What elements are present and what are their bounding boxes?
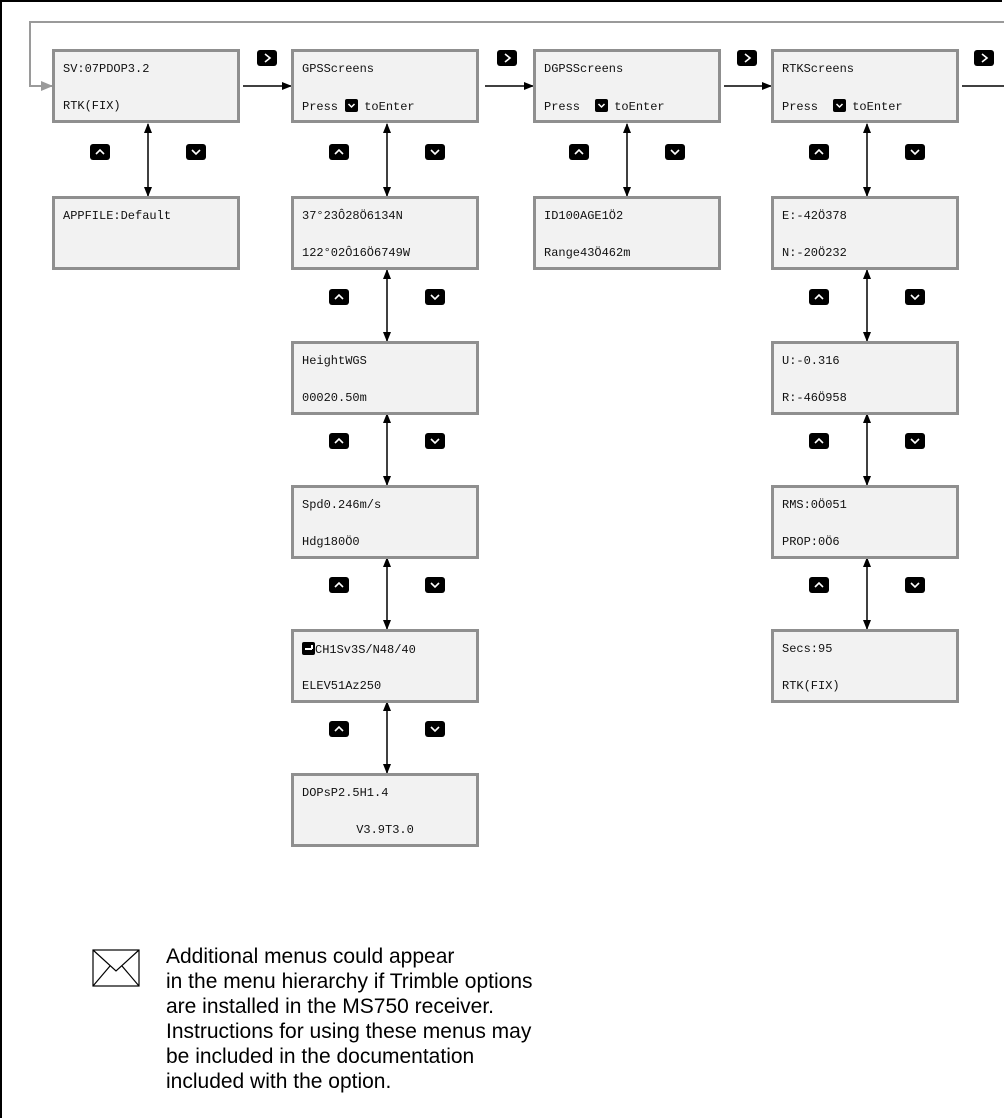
screen-line-1: CH1Sv3S/N48/40: [302, 642, 416, 657]
envelope-note-icon: [92, 949, 140, 987]
down-key-icon: [425, 721, 445, 737]
screen-line-1: SV:07PDOP3.2: [63, 62, 150, 76]
down-key-icon: [345, 99, 359, 112]
down-key-icon: [425, 289, 445, 305]
down-key-icon: [905, 433, 925, 449]
screen-line-2: Press toEnter: [302, 99, 415, 114]
screen-line-1: Secs:95: [782, 642, 833, 656]
lcd-screen-rtk-ur: U:-0.316 R:-46Ö958: [771, 341, 959, 415]
press-text: Press: [782, 100, 819, 114]
enter-text: toEnter: [852, 100, 903, 114]
note-line: Additional menus could appear: [166, 945, 455, 968]
up-key-icon: [809, 433, 829, 449]
down-key-icon: [833, 99, 847, 112]
press-text: Press: [544, 100, 581, 114]
up-key-icon: [329, 577, 349, 593]
screen-line-1: Spd0.246m/s: [302, 498, 382, 512]
channel-text: CH1Sv3S/N48/40: [315, 643, 416, 657]
down-key-icon: [905, 577, 925, 593]
up-key-icon: [90, 144, 110, 160]
note-line: be included in the documentation: [166, 1045, 475, 1068]
right-key-icon: [257, 50, 277, 66]
down-key-icon: [595, 99, 609, 112]
lcd-screen-rtk-rms: RMS:0Ö051 PROP:0Ö6: [771, 485, 959, 559]
screen-line-2: 122°02Ô16Ö6749W: [302, 246, 411, 260]
right-key-icon: [974, 50, 994, 66]
lcd-screen-dgps-id: ID100AGE1Ö2 Range43Ö462m: [533, 196, 721, 270]
screen-line-2: ELEV51Az250: [302, 679, 382, 693]
note-line: Instructions for using these menus may: [166, 1020, 532, 1043]
up-key-icon: [809, 577, 829, 593]
down-key-icon: [425, 577, 445, 593]
down-key-icon: [186, 144, 206, 160]
right-key-icon: [737, 50, 757, 66]
screen-line-2: Press toEnter: [782, 99, 903, 114]
note-line: included with the option.: [166, 1070, 392, 1093]
lcd-screen-rtk-secs: Secs:95 RTK(FIX): [771, 629, 959, 703]
up-key-icon: [809, 289, 829, 305]
lcd-screen-dgps: DGPSScreens Press toEnter: [533, 49, 721, 123]
screen-line-1: RMS:0Ö051: [782, 498, 847, 512]
note-text: Additional menus could appear in the men…: [166, 944, 686, 1094]
lcd-screen-gps: GPSScreens Press toEnter: [291, 49, 479, 123]
lcd-screen-gps-speed: Spd0.246m/s Hdg180Ö0: [291, 485, 479, 559]
note-line: are installed in the MS750 receiver.: [166, 995, 495, 1018]
screen-line-1: RTKScreens: [782, 62, 855, 76]
screen-line-2: PROP:0Ö6: [782, 535, 840, 549]
lcd-screen-gps-position: 37°23Ô28Ö6134N 122°02Ô16Ö6749W: [291, 196, 479, 270]
lcd-screen-rtk-en: E:-42Ö378 N:-20Ö232: [771, 196, 959, 270]
up-key-icon: [809, 144, 829, 160]
screen-line-1: U:-0.316: [782, 354, 840, 368]
screen-line-2: R:-46Ö958: [782, 391, 847, 405]
screen-line-1: HeightWGS: [302, 354, 367, 368]
down-key-icon: [905, 289, 925, 305]
right-key-icon: [497, 50, 517, 66]
screen-line-2: RTK(FIX): [63, 99, 121, 113]
screen-line-1: DOPsP2.5H1.4: [302, 786, 389, 800]
screen-line-1: ID100AGE1Ö2: [544, 209, 624, 223]
down-key-icon: [665, 144, 685, 160]
screen-line-1: 37°23Ô28Ö6134N: [302, 209, 403, 223]
screen-line-1: APPFILE:Default: [63, 209, 172, 223]
screen-line-2: 00020.50m: [302, 391, 367, 405]
screen-line-2: Press toEnter: [544, 99, 665, 114]
lcd-screen-appfile: APPFILE:Default: [52, 196, 240, 270]
up-key-icon: [329, 289, 349, 305]
screen-line-2: V3.9T3.0: [356, 823, 414, 837]
screen-line-2: N:-20Ö232: [782, 246, 847, 260]
screen-line-1: E:-42Ö378: [782, 209, 847, 223]
lcd-screen-gps-height: HeightWGS 00020.50m: [291, 341, 479, 415]
lcd-screen-gps-dops: DOPsP2.5H1.4 V3.9T3.0: [291, 773, 479, 847]
up-key-icon: [329, 144, 349, 160]
lcd-screen-main: SV:07PDOP3.2 RTK(FIX): [52, 49, 240, 123]
screen-line-2: Hdg180Ö0: [302, 535, 360, 549]
screen-line-2: RTK(FIX): [782, 679, 840, 693]
up-key-icon: [329, 721, 349, 737]
press-text: Press: [302, 100, 339, 114]
enter-key-icon: [302, 642, 315, 655]
screen-line-2: Range43Ö462m: [544, 246, 631, 260]
screen-line-1: DGPSScreens: [544, 62, 624, 76]
up-key-icon: [329, 433, 349, 449]
enter-text: toEnter: [364, 100, 415, 114]
enter-text: toEnter: [614, 100, 665, 114]
down-key-icon: [425, 433, 445, 449]
screen-line-1: GPSScreens: [302, 62, 375, 76]
down-key-icon: [425, 144, 445, 160]
note-line: in the menu hierarchy if Trimble options: [166, 970, 533, 993]
loop-arrow: [29, 21, 1004, 91]
up-key-icon: [569, 144, 589, 160]
lcd-screen-gps-channel: CH1Sv3S/N48/40 ELEV51Az250: [291, 629, 479, 703]
down-key-icon: [905, 144, 925, 160]
lcd-screen-rtk: RTKScreens Press toEnter: [771, 49, 959, 123]
